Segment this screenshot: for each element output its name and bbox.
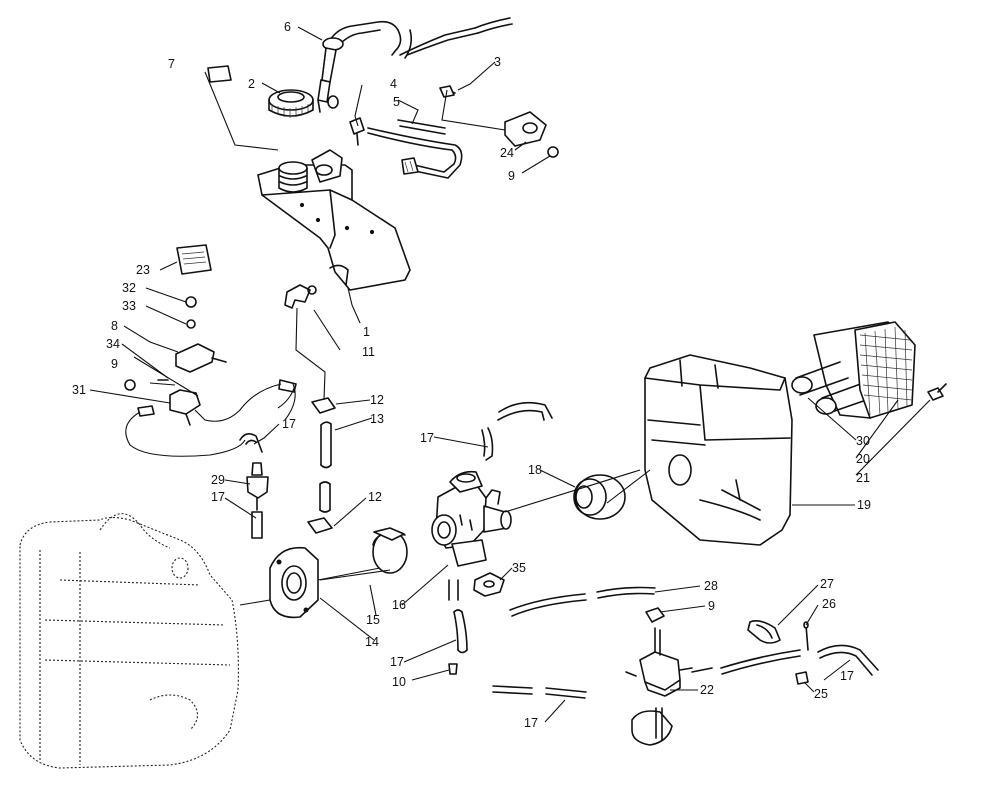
callout-20: 20 [856,452,870,466]
elbow-fitting [284,284,317,309]
carb-clamp [372,527,408,574]
callout-13: 13 [370,412,384,426]
filler-cap [268,89,314,118]
callout-19: 19 [857,498,871,512]
callout-16: 16 [392,598,406,612]
callout-9c: 9 [708,599,715,613]
leader-lines [89,26,931,723]
callout-5: 5 [393,95,400,109]
callout-27: 27 [820,577,834,591]
callout-32: 32 [122,281,136,295]
callout-17b: 17 [211,490,225,504]
callout-3: 3 [494,55,501,69]
callout-30: 30 [856,434,870,448]
callout-23: 23 [136,263,150,277]
callout-26: 26 [822,597,836,611]
intake-flange [269,546,319,619]
vent-fitting-and-hose [349,117,463,179]
callout-17e: 17 [524,716,538,730]
callout-12a: 12 [370,393,384,407]
callout-35: 35 [512,561,526,575]
valve-hose-lines [125,383,296,457]
carburetor [431,470,512,597]
callout-29: 29 [211,473,225,487]
callout-14: 14 [365,635,379,649]
shutoff-valve-assembly [124,296,297,426]
engine-outline [19,513,239,769]
callout-17f: 17 [840,669,854,683]
fuel-level-sender [317,17,513,113]
pump-hoses [492,586,879,699]
hose-clamps-and-line [295,307,336,534]
fuel-pump [625,607,693,746]
intake-screen [854,321,916,419]
callout-2: 2 [248,77,255,91]
callout-4: 4 [390,77,397,91]
callout-12b: 12 [368,490,382,504]
callout-31: 31 [72,383,86,397]
callout-6: 6 [284,20,291,34]
fuel-tank [257,149,411,291]
callout-17d: 17 [390,655,404,669]
callout-28: 28 [704,579,718,593]
callout-9b: 9 [508,169,515,183]
callout-8: 8 [111,319,118,333]
callout-11: 11 [362,345,375,359]
warning-decal [176,244,212,275]
callout-24: 24 [500,146,514,160]
callout-21: 21 [856,471,870,485]
tank-bracket [439,85,559,158]
drain-hose [448,579,468,675]
callout-10: 10 [392,675,406,689]
callout-labels: 1 2 3 4 5 6 7 8 9 9 9 10 11 12 12 13 14 … [72,20,871,730]
carb-vent-hose [481,401,553,461]
callout-33: 33 [122,299,136,313]
callout-15: 15 [366,613,380,627]
callout-17a: 17 [282,417,296,431]
callout-17c: 17 [420,431,434,445]
callout-1: 1 [363,325,370,339]
callout-22: 22 [700,683,714,697]
fuel-filter [239,432,269,539]
callout-34: 34 [106,337,120,351]
callout-7: 7 [168,57,175,71]
callout-9a: 9 [111,357,118,371]
air-silencer [573,321,947,546]
callout-18: 18 [528,463,542,477]
decal [207,65,232,83]
callout-25: 25 [814,687,828,701]
